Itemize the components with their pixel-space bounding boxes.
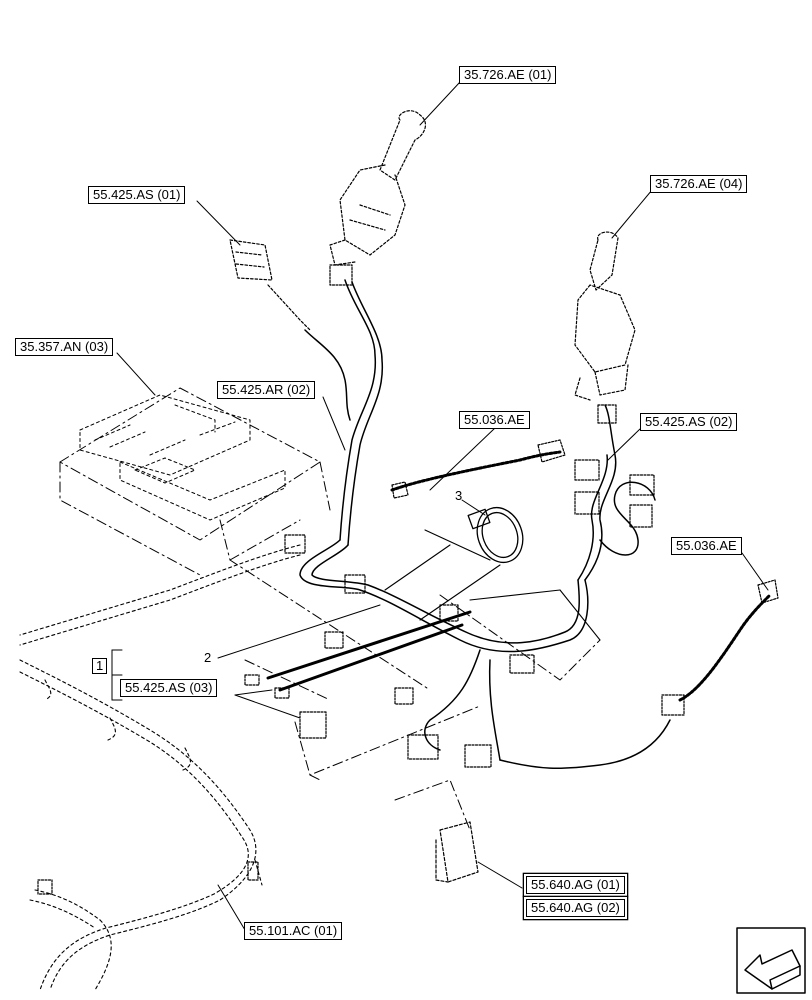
harness-left xyxy=(19,544,301,991)
callout-display-02[interactable]: 55.640.AG (02) xyxy=(526,899,625,917)
cable-strap xyxy=(467,506,524,564)
joystick-right xyxy=(574,231,636,401)
callout-display-01[interactable]: 55.640.AG (01) xyxy=(526,876,625,894)
callout-sensor-right[interactable]: 55.036.AE xyxy=(671,537,742,555)
callout-sensor-upper[interactable]: 55.036.AE xyxy=(459,411,530,429)
connectors xyxy=(37,264,685,895)
callout-switch-connectors[interactable]: 55.425.AS (02) xyxy=(640,413,738,431)
switch-pack xyxy=(229,239,311,331)
callout-joystick-right[interactable]: 35.726.AE (04) xyxy=(650,175,748,193)
item-number-1[interactable]: 1 xyxy=(92,658,108,674)
harness-main xyxy=(299,279,772,769)
callout-joystick-left[interactable]: 35.726.AE (01) xyxy=(459,66,557,84)
callout-switch-lower[interactable]: 55.425.AS (03) xyxy=(120,679,218,697)
item-number-3[interactable]: 3 xyxy=(455,488,463,503)
sensors xyxy=(391,439,779,604)
item-number-2[interactable]: 2 xyxy=(204,650,212,665)
callout-ecu-module[interactable]: 35.357.AN (03) xyxy=(15,338,114,356)
ecu-module xyxy=(79,394,286,521)
display-module xyxy=(435,821,479,883)
callout-main-harness[interactable]: 55.101.AC (01) xyxy=(244,922,343,940)
callout-switch-pack[interactable]: 55.425.AS (01) xyxy=(88,186,186,204)
orientation-arrow-icon xyxy=(736,927,806,994)
frame-lines xyxy=(384,529,601,641)
reference-lines xyxy=(59,387,601,831)
callout-cab-harness[interactable]: 55.425.AR (02) xyxy=(217,381,316,399)
joystick-left xyxy=(329,110,427,266)
leader-lines xyxy=(111,81,769,931)
tie-straps xyxy=(266,610,472,692)
